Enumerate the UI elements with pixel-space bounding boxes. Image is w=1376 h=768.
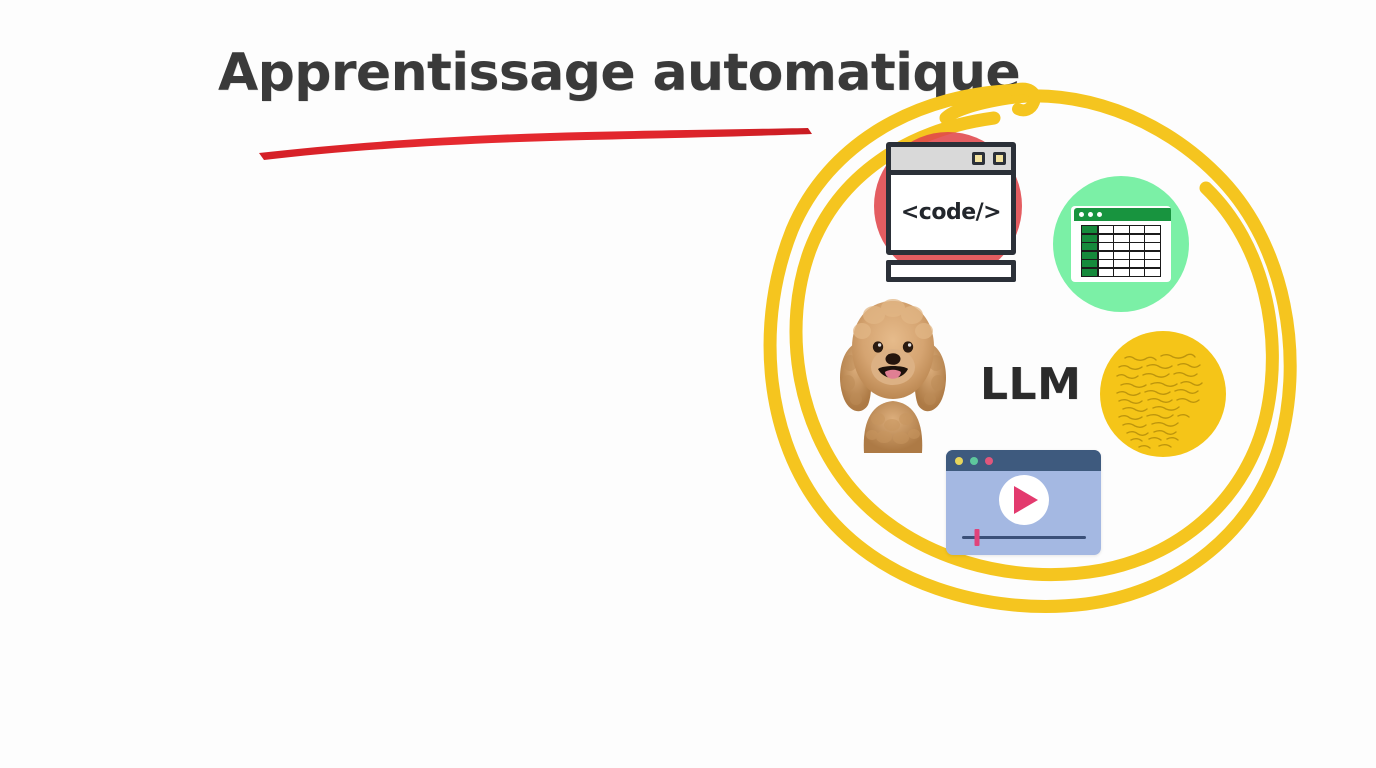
- table-cell: [1114, 268, 1129, 276]
- table-cell: [1114, 234, 1129, 242]
- table-cell: [1145, 243, 1160, 251]
- table-cell: [1129, 260, 1145, 268]
- video-player-icon: [946, 450, 1101, 555]
- table-cell: [1145, 268, 1160, 276]
- handwritten-note-blob-icon: [1100, 331, 1226, 457]
- video-player-titlebar: [946, 450, 1101, 471]
- video-dot-yellow-icon: [955, 456, 963, 465]
- table-cell: [1129, 268, 1145, 276]
- code-window-titlebar: [891, 147, 1011, 175]
- table-cell: [1082, 268, 1098, 276]
- table-cell: [1145, 234, 1160, 242]
- table-cell: [1082, 226, 1098, 234]
- table-cell: [1098, 268, 1113, 276]
- video-dot-pink-icon: [985, 456, 993, 465]
- table-cell: [1082, 234, 1098, 242]
- table-cell: [1114, 260, 1129, 268]
- table-cell: [1114, 226, 1129, 234]
- dog-photo: [840, 299, 946, 453]
- table-cell: [1082, 260, 1098, 268]
- spreadsheet-dot-2-icon: [1088, 212, 1093, 217]
- play-button[interactable]: [998, 475, 1049, 525]
- code-window-footer-bar: [886, 260, 1016, 282]
- llm-label: LLM: [980, 359, 1082, 410]
- code-window-body: <code/>: [891, 175, 1011, 250]
- table-cell: [1129, 243, 1145, 251]
- table-cell: [1082, 251, 1098, 259]
- table-cell: [1098, 243, 1113, 251]
- media-cluster: <code/>: [756, 52, 1301, 622]
- red-brush-underline-icon: [259, 128, 812, 160]
- spreadsheet-titlebar: [1074, 208, 1171, 221]
- video-progress-handle[interactable]: [974, 529, 980, 546]
- code-window-frame: <code/>: [886, 142, 1016, 255]
- table-cell: [1129, 234, 1145, 242]
- spreadsheet-dot-3-icon: [1097, 212, 1102, 217]
- window-button-1-icon[interactable]: [972, 152, 985, 165]
- code-window-icon: <code/>: [886, 142, 1016, 282]
- spreadsheet-grid: [1081, 225, 1161, 277]
- table-cell: [1145, 251, 1160, 259]
- video-dot-green-icon: [970, 456, 978, 465]
- table-cell: [1082, 243, 1098, 251]
- table-cell: [1129, 251, 1145, 259]
- window-button-2-icon[interactable]: [993, 152, 1006, 165]
- table-cell: [1145, 226, 1160, 234]
- table-cell: [1098, 234, 1113, 242]
- table-cell: [1114, 251, 1129, 259]
- table-cell: [1098, 226, 1113, 234]
- table-cell: [1098, 260, 1113, 268]
- table-cell: [1114, 243, 1129, 251]
- code-tag-text: <code/>: [900, 200, 1002, 225]
- table-cell: [1098, 251, 1113, 259]
- video-progress-bar[interactable]: [962, 529, 1086, 546]
- table-cell: [1145, 260, 1160, 268]
- table-cell: [1129, 226, 1145, 234]
- spreadsheet-window: [1071, 206, 1171, 282]
- spreadsheet-icon: [1053, 176, 1189, 312]
- play-triangle-icon: [1014, 486, 1038, 514]
- spreadsheet-dot-1-icon: [1079, 212, 1084, 217]
